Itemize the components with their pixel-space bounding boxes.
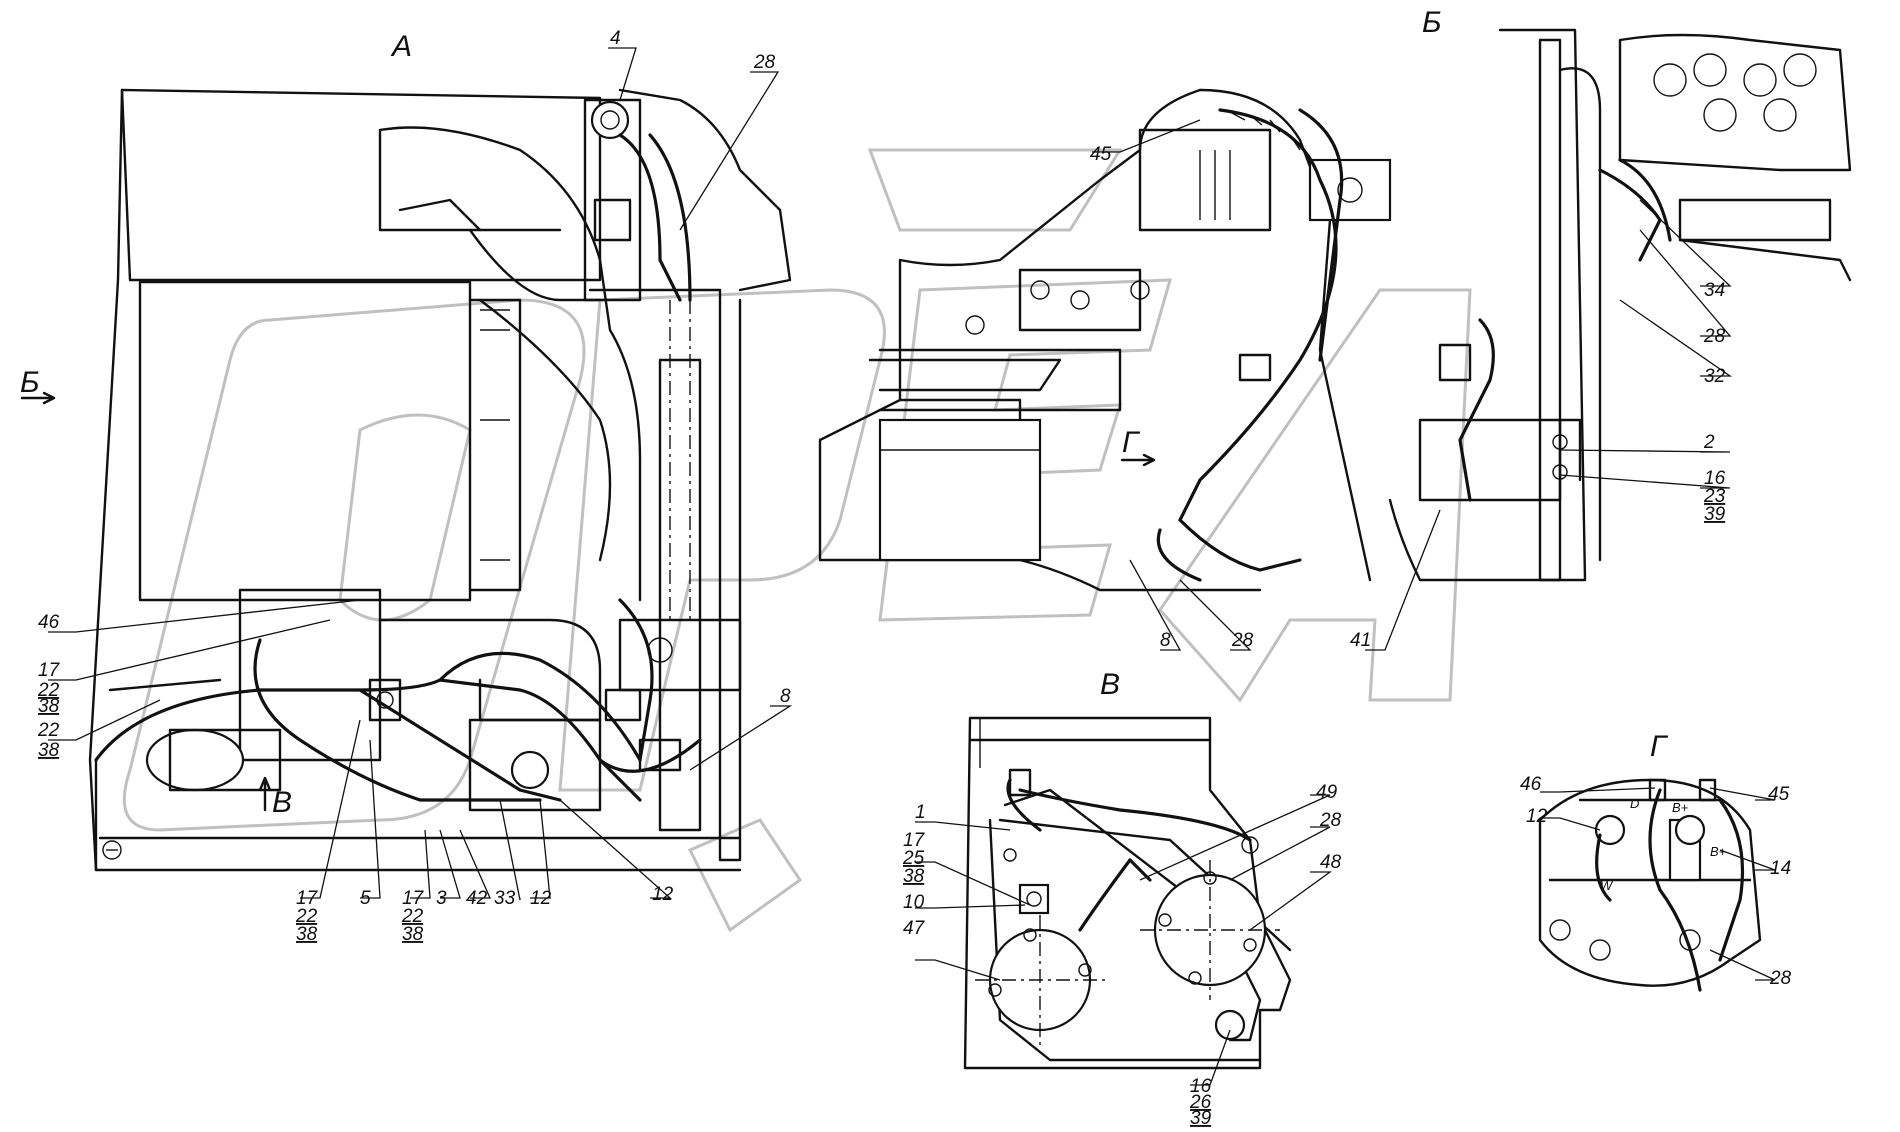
callout-10: 10	[903, 892, 925, 913]
callout-4: 4	[610, 28, 621, 49]
callout-12-bottom: 12	[530, 888, 552, 909]
view-title-v: В	[1100, 668, 1120, 701]
callout-16-v: 16	[1190, 1076, 1212, 1097]
callout-17-mid: 17	[402, 888, 425, 909]
callout-14: 14	[1770, 858, 1791, 879]
callout-16-b: 16	[1704, 468, 1726, 489]
callout-39-v: 39	[1190, 1108, 1212, 1129]
callout-38-top: 38	[38, 696, 60, 717]
callout-8-b: 8	[1160, 630, 1171, 651]
callout-33: 33	[494, 888, 516, 909]
callout-5: 5	[360, 888, 371, 909]
view-b	[818, 28, 1852, 651]
callout-17-top: 17	[38, 660, 61, 681]
callout-1: 1	[915, 802, 926, 823]
callout-38-mid: 38	[402, 924, 424, 945]
callout-25-v: 25	[902, 848, 925, 869]
callout-42: 42	[466, 888, 488, 909]
callout-38-left: 38	[38, 740, 60, 761]
callout-28-v: 28	[1319, 810, 1342, 831]
arrow-label-b: Б	[20, 366, 40, 399]
callout-28: 28	[753, 52, 776, 73]
callout-22-left: 22	[37, 720, 60, 741]
callout-12-right: 12	[652, 884, 674, 905]
callout-28-b: 28	[1703, 326, 1726, 347]
callout-22-mid: 22	[401, 906, 424, 927]
terminal-w: W	[1600, 878, 1614, 893]
view-title-a: А	[390, 30, 412, 63]
view-a	[20, 47, 793, 901]
callout-47: 47	[903, 918, 926, 939]
view-title-b: Б	[1422, 6, 1442, 39]
callout-38-v: 38	[903, 866, 925, 887]
view-g	[1538, 778, 1776, 992]
callout-32: 32	[1704, 366, 1726, 387]
callout-17-v: 17	[903, 830, 926, 851]
callout-46: 46	[38, 612, 60, 633]
view-title-g: Г	[1650, 730, 1669, 763]
callout-22-bottom: 22	[295, 906, 318, 927]
terminal-d: D	[1630, 796, 1639, 811]
callout-28-g: 28	[1769, 968, 1792, 989]
callout-34: 34	[1704, 280, 1725, 301]
callout-8-a: 8	[780, 686, 791, 707]
callout-45-g: 45	[1768, 784, 1790, 805]
callout-17-bottom: 17	[296, 888, 319, 909]
callout-41: 41	[1350, 630, 1371, 651]
callout-46-g: 46	[1520, 774, 1542, 795]
callout-26-v: 26	[1189, 1092, 1212, 1113]
view-v	[915, 716, 1333, 1086]
callout-22-top: 22	[37, 680, 60, 701]
terminal-bplus-top: B+	[1672, 800, 1689, 815]
callout-12-g: 12	[1526, 806, 1548, 827]
callout-38-bottom: 38	[296, 924, 318, 945]
callout-39-b: 39	[1704, 504, 1726, 525]
arrow-label-v: В	[272, 786, 292, 819]
watermark	[122, 148, 1472, 933]
callout-2: 2	[1703, 432, 1715, 453]
arrow-label-g: Г	[1122, 426, 1141, 459]
callout-28-bottom: 28	[1231, 630, 1254, 651]
callout-3: 3	[436, 888, 447, 909]
callout-48: 48	[1320, 852, 1342, 873]
callout-49: 49	[1316, 782, 1338, 803]
callout-45: 45	[1090, 144, 1112, 165]
callout-23-b: 23	[1703, 486, 1726, 507]
terminal-bplus-right: B+	[1710, 844, 1727, 859]
